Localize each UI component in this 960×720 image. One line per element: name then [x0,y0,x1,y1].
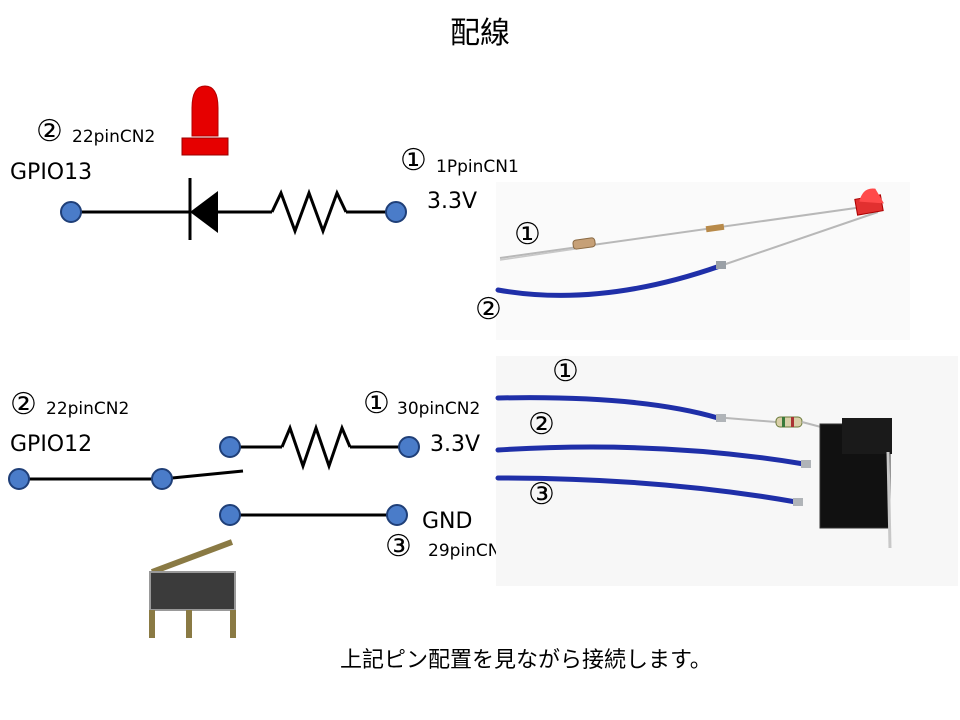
switch-lever-line [161,469,244,481]
switch-node-common [151,468,173,490]
switch-node-gnd [386,504,408,526]
switch-pin1-number: ① [363,386,390,421]
switch-pin1-connector: 30pinCN2 [397,399,481,419]
led-photo-label-2: ② [475,292,502,327]
switch-node-3v3 [398,436,420,458]
switch-photo-label-1: ① [552,354,579,389]
photo-led [859,188,884,204]
led-photo-label-1: ① [514,217,541,252]
switch-resistor-symbol [280,423,352,471]
led-node-gpio [60,201,82,223]
switch-node-no [219,436,241,458]
switch-pin3-number: ③ [385,529,412,564]
led-node-3v3 [385,201,407,223]
switch-node-nc [219,504,241,526]
switch-photo-label-2: ② [528,407,555,442]
led-pin1-signal: 3.3V [427,189,478,214]
photo-led-wire [495,263,723,298]
led-circuit [60,178,407,240]
led-icon [181,85,229,156]
switch-circuit [8,423,420,526]
led-pin1-connector: 1PpinCN1 [436,157,519,177]
switch-pin3-signal: GND [422,509,473,534]
led-pin1-number: ① [400,143,427,178]
microswitch-icon [149,539,236,638]
switch-pin2-signal: GPIO12 [10,432,93,457]
page-title: 配線 [450,16,510,51]
photo-resistor [572,237,596,250]
switch-photo-label-3: ③ [528,477,555,512]
switch-pin3-connector: 29pinCN2 [428,541,512,561]
led-pin2-signal: GPIO13 [10,160,93,185]
led-resistor-symbol [270,188,348,236]
switch-pin2-connector: 22pinCN2 [46,399,130,419]
led-photo [495,182,910,340]
led-pin2-number: ② [36,114,63,149]
switch-pin2-number: ② [10,387,37,422]
switch-node-gpio [8,468,30,490]
switch-pin1-signal: 3.3V [430,432,481,457]
led-pin2-connector: 22pinCN2 [72,127,156,147]
switch-photo [495,356,958,586]
instruction-caption: 上記ピン配置を見ながら接続します。 [340,648,712,673]
